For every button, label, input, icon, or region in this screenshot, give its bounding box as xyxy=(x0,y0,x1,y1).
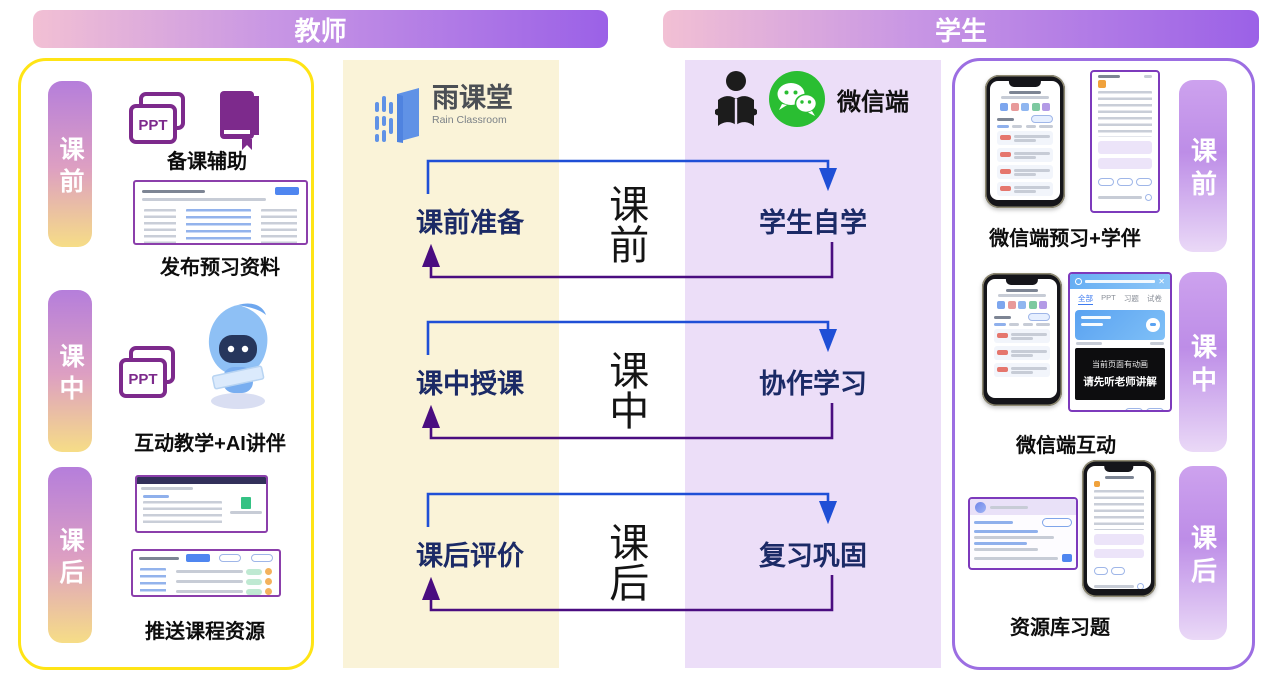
rain-classroom-name: 雨课堂 xyxy=(432,83,513,113)
student-item-caption-3: 资源库习题 xyxy=(1010,617,1110,639)
wechat-preview-phone-mockup xyxy=(985,75,1065,208)
teacher-item-caption-4: 推送课程资源 xyxy=(145,621,265,643)
task-tabs: 全部 PPT 习题 试卷 xyxy=(1072,291,1168,308)
book-icon xyxy=(220,91,259,150)
teacher-item-caption-1: 备课辅助 xyxy=(167,151,247,173)
course-admin-screenshot xyxy=(135,475,268,533)
overlay-line-1: 当前页面有动画 xyxy=(1092,360,1148,369)
stage-text-2: 课中 xyxy=(603,350,648,430)
student-stage-pill-before: 课前 xyxy=(1179,80,1227,252)
tab-exercise: 习题 xyxy=(1123,294,1139,303)
overlay-line-2: 请先听老师讲解 xyxy=(1083,376,1157,388)
stage-text-3: 课后 xyxy=(603,522,648,602)
flow-teacher-step-1: 课前准备 xyxy=(416,208,524,238)
flow-teacher-step-3: 课后评价 xyxy=(416,541,524,571)
wechat-icon xyxy=(769,71,825,127)
teacher-stage-pill-after: 课后 xyxy=(48,467,92,643)
student-stage-pill-during: 课中 xyxy=(1179,272,1227,452)
teacher-stage-pill-before: 课前 xyxy=(48,81,92,247)
teacher-header-bar: 教师 xyxy=(33,10,608,48)
wechat-interaction-phone-mockup xyxy=(982,273,1062,406)
tab-all: 全部 xyxy=(1078,294,1093,305)
student-item-caption-2: 微信端互动 xyxy=(1016,435,1116,457)
resource-library-screenshot xyxy=(968,497,1078,570)
flow-student-step-1: 学生自学 xyxy=(759,208,867,238)
robot-face-icon xyxy=(1146,318,1160,332)
student-stage-pill-after: 课后 xyxy=(1179,466,1227,640)
student-tools-box: 课前 课中 课后 xyxy=(952,58,1255,670)
rain-classroom-logo-icon xyxy=(375,88,419,143)
phone-screen xyxy=(1087,466,1151,589)
svg-text:PPT: PPT xyxy=(128,371,157,388)
student-item-caption-1: 微信端预习+学伴 xyxy=(989,228,1141,250)
flow-teacher-step-2: 课中授课 xyxy=(416,369,524,399)
wechat-label: 微信端 xyxy=(837,88,909,116)
ai-task-card xyxy=(1075,310,1165,340)
teacher-tools-box: 课前 课中 课后 PPT 备课辅助 发布预习资料 xyxy=(18,58,314,670)
exercise-phone-mockup xyxy=(1082,460,1156,597)
resource-table-screenshot xyxy=(131,549,281,597)
teacher-item-caption-3: 互动教学+AI讲伴 xyxy=(134,433,286,455)
stage-text-1: 课前 xyxy=(603,184,648,264)
rain-classroom-logo: 雨课堂 Rain Classroom xyxy=(375,84,513,146)
svg-text:PPT: PPT xyxy=(138,117,167,134)
close-icon: ✕ xyxy=(1158,276,1165,286)
flow-student-step-3: 复习巩固 xyxy=(759,541,867,571)
tab-ppt: PPT xyxy=(1101,293,1116,302)
rain-classroom-subtitle: Rain Classroom xyxy=(432,114,507,127)
ai-task-header: ✕ xyxy=(1070,274,1170,289)
phone-screen xyxy=(987,279,1057,398)
slide-overlay: 当前页面有动画 请先听老师讲解 xyxy=(1075,348,1165,400)
student-header-bar: 学生 xyxy=(663,10,1259,48)
tab-exam: 试卷 xyxy=(1146,294,1162,303)
wechat-platform-row: 微信端 xyxy=(715,70,909,128)
ppt-slides-icon: PPT xyxy=(129,92,185,144)
phone-screen xyxy=(990,81,1060,200)
ai-task-popup-screenshot: ✕ 全部 PPT 习题 试卷 当前页面有动画 请先听老师讲解 xyxy=(1068,272,1172,412)
ai-robot-icon xyxy=(208,303,268,409)
study-buddy-chat-screenshot xyxy=(1090,70,1160,213)
teacher-stage-pill-during: 课中 xyxy=(48,290,92,452)
flow-student-step-2: 协作学习 xyxy=(759,369,867,399)
publish-materials-screenshot xyxy=(133,180,308,245)
assistant-avatar-icon xyxy=(975,501,986,513)
reader-icon xyxy=(715,71,757,126)
teacher-item-caption-2: 发布预习资料 xyxy=(160,257,280,279)
ppt-slides-icon: PPT xyxy=(119,346,175,398)
